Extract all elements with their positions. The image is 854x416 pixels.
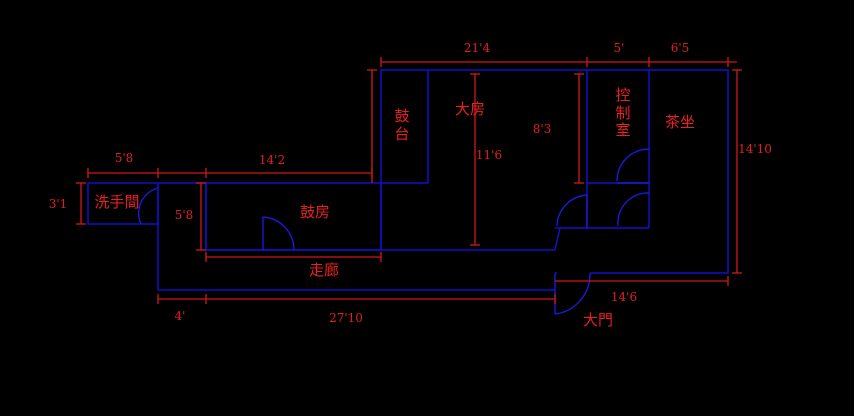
label-control-room-1: 控: [615, 86, 630, 104]
washroom-door-swing: [137, 187, 159, 225]
walls: [87, 69, 729, 291]
doors: [137, 148, 650, 315]
dimension-labels: 21'4 5' 6'5 5'8 14'2 3'1 5'8 11'6 8'3 14…: [49, 41, 772, 325]
room-labels: 洗手間 鼓房 鼓 台 大房 控 制 室 茶坐 走廊 大門: [94, 86, 695, 329]
label-drum-stage-2: 台: [394, 125, 409, 143]
label-corridor: 走廊: [309, 261, 339, 279]
dim-washroom-height: 3'1: [49, 197, 68, 211]
drum-stage-walls: [381, 70, 429, 184]
dim-bottom-long: 27'10: [329, 311, 363, 325]
label-drum-room: 鼓房: [300, 203, 330, 221]
vestibule-door-swing: [617, 192, 650, 227]
dim-big-room-width: 21'4: [464, 41, 491, 55]
dim-big-room-height: 11'6: [476, 148, 502, 162]
corridor-inner-wall: [158, 182, 555, 251]
control-door-swing: [616, 148, 650, 182]
dim-drum-room-width: 14'2: [259, 153, 285, 167]
dim-lower-right-width: 14'6: [611, 290, 637, 304]
label-washroom: 洗手間: [94, 193, 139, 211]
drum-room-door-swing: [262, 216, 295, 251]
drum-room-walls: [205, 182, 382, 251]
label-drum-stage-1: 鼓: [394, 107, 409, 125]
dim-big-room-depth: 8'3: [533, 122, 552, 136]
main-outer-wall: [380, 69, 729, 274]
dimension-lines: [76, 57, 742, 304]
dim-drum-room-height: 5'8: [175, 208, 194, 222]
big-room-door-swing: [556, 194, 588, 227]
corridor-outer-wall: [157, 183, 555, 291]
main-door-swing: [554, 272, 591, 315]
label-big-room: 大房: [455, 100, 485, 118]
dim-washroom-width: 5'8: [115, 151, 134, 165]
label-control-room-2: 制: [615, 104, 630, 122]
label-control-room-3: 室: [615, 121, 630, 139]
label-main-door: 大門: [583, 311, 613, 329]
dim-control-width: 5': [614, 41, 625, 55]
dim-right-height: 14'10: [738, 142, 772, 156]
dim-bottom-left: 4': [175, 309, 186, 323]
slanted-wall: [554, 227, 561, 251]
dim-tea-width: 6'5: [671, 41, 690, 55]
label-tea-seating: 茶坐: [665, 113, 695, 131]
